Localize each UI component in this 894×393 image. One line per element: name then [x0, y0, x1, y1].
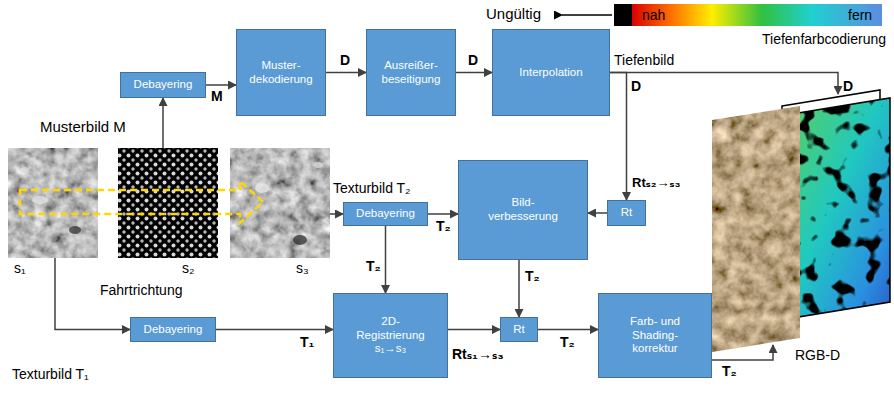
signal-label: T₂ [722, 363, 737, 379]
annotation-label: Ungültig [486, 5, 541, 22]
camera-image [8, 148, 98, 258]
connector-arrow [456, 72, 492, 74]
connector-arrow [216, 329, 333, 331]
process-box: Bild- verbesserung [458, 160, 588, 260]
connector-arrow [712, 345, 773, 360]
process-box: Debayering [343, 202, 428, 226]
annotation-label: fern [848, 7, 872, 23]
direction-arrow [20, 181, 263, 223]
signal-label: T₂ [560, 334, 575, 350]
connector-arrow [448, 329, 500, 331]
process-box: Muster- dekodierung [236, 29, 326, 116]
process-box: Farb- und Shading- korrektur [598, 293, 712, 378]
annotation-label: D [843, 78, 853, 94]
signal-label: T₂ [436, 218, 451, 234]
connector-arrow [518, 260, 520, 317]
annotation-label: Rtₛ₂→ₛ₃ [632, 176, 680, 191]
rgbd-stack [712, 90, 890, 352]
connector-arrow [330, 213, 343, 215]
connector-arrow [588, 212, 607, 214]
connector-arrow [206, 84, 236, 86]
signal-label: T₂ [366, 258, 381, 274]
box-text: Rt [621, 206, 633, 220]
box-text: Bild- verbesserung [483, 196, 563, 224]
signal-label: D [340, 52, 350, 68]
process-box: Debayering [120, 72, 206, 98]
image-frame: RGB-D [712, 94, 890, 345]
image-label: RGB-D [795, 347, 840, 363]
image-label: s₂ [182, 260, 194, 276]
signal-label: D [468, 52, 478, 68]
connector-arrow [385, 226, 387, 293]
box-text: Ausreißer- beseitigung [371, 59, 451, 87]
box-text: Debayering [356, 207, 415, 221]
annotation-label: Tiefenfarbcodierung [762, 31, 886, 47]
annotation-label: Texturbild T₂ [333, 180, 411, 196]
connector-arrow [428, 213, 458, 215]
process-box: 2D- Registrierung s₁→s₃ [333, 293, 448, 378]
signal-label: T₁ [300, 334, 314, 350]
annotation-label: Texturbild T₁ [12, 366, 89, 382]
box-text: 2D- Registrierung s₁→s₃ [351, 315, 431, 356]
annotation-label: Musterbild M [40, 118, 126, 135]
signal-label: D [631, 78, 641, 94]
image-label: s₃ [296, 260, 309, 276]
process-box: Interpolation [492, 29, 610, 116]
box-text: Muster- dekodierung [241, 59, 321, 87]
connector-arrow [538, 329, 598, 331]
box-text: Interpolation [519, 66, 582, 80]
image-label: s₁ [14, 260, 26, 276]
process-box: Debayering [130, 317, 216, 342]
connector-arrow [610, 73, 627, 201]
process-box: Rt [500, 317, 538, 342]
image-frame: s₁ [8, 148, 98, 258]
box-text: Rt [513, 323, 525, 337]
process-box: Rt [607, 200, 646, 226]
annotation-label: Fahrtrichtung [100, 282, 182, 298]
signal-label: Rtₛ₁→ₛ₃ [452, 346, 504, 362]
image-frame: s₃ [230, 148, 330, 258]
image-frame: s₂ [118, 148, 218, 258]
connector-arrow [162, 98, 164, 148]
signal-label: T₂ [525, 268, 540, 284]
connector-arrow [326, 72, 366, 74]
camera-image [230, 148, 330, 258]
box-text: Debayering [144, 323, 203, 337]
annotation-label: nah [642, 7, 665, 23]
pattern-image [118, 148, 218, 258]
process-box: Ausreißer- beseitigung [366, 29, 456, 116]
signal-label: Tiefenbild [614, 52, 674, 68]
connector-arrow [610, 73, 838, 95]
box-text: Debayering [134, 78, 193, 92]
box-text: Farb- und Shading- korrektur [615, 315, 695, 356]
signal-label: M [211, 88, 223, 104]
color-bar [562, 4, 882, 26]
